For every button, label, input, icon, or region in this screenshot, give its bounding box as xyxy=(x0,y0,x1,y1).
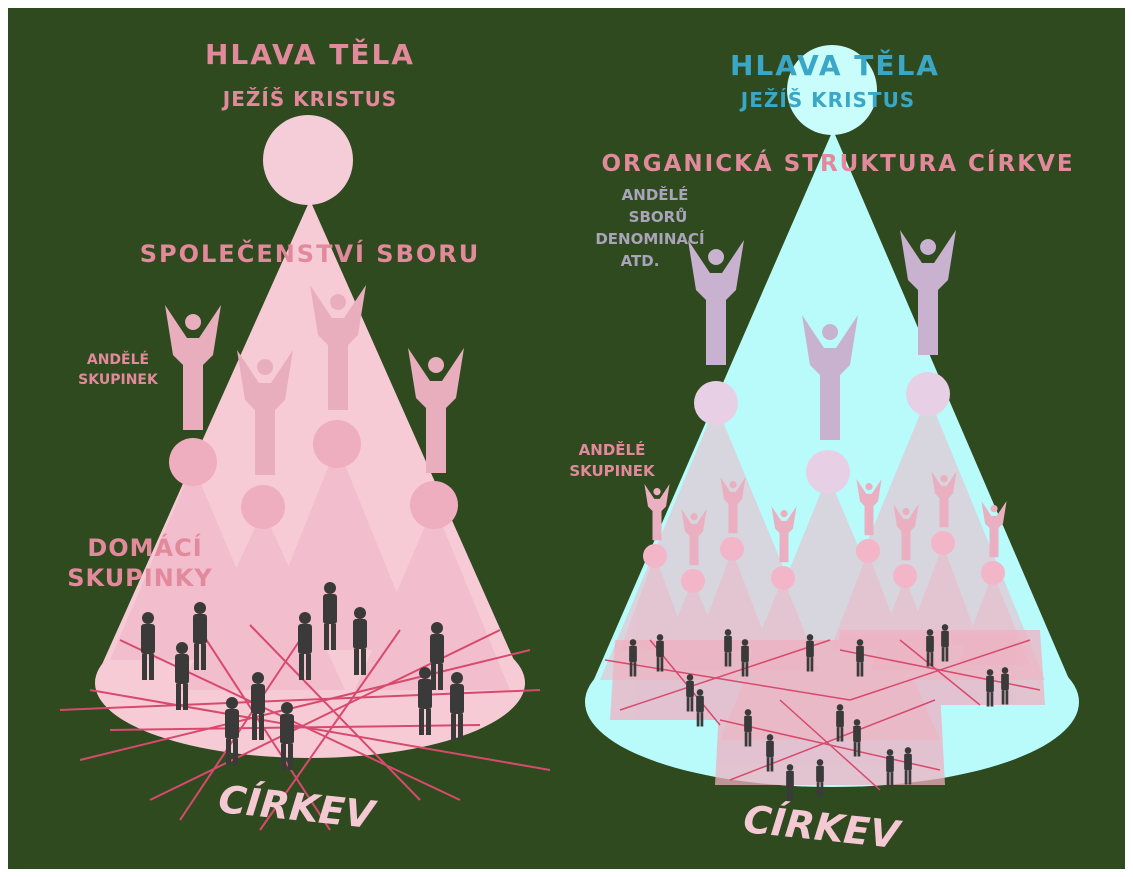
right-church-angels-label-4: ATD. xyxy=(621,252,660,270)
left-group-angels-label-1: ANDĚLÉ xyxy=(87,351,149,368)
church-circle xyxy=(806,450,850,494)
right-structure-label: ORGANICKÁ STRUKTURA CÍRKVE xyxy=(601,149,1074,177)
group-circle xyxy=(981,561,1005,585)
church-circle xyxy=(694,381,738,425)
group-circle xyxy=(931,531,955,555)
group-circle xyxy=(893,564,917,588)
right-head-title: HLAVA TĚLA xyxy=(730,48,940,82)
left-house-groups-label-1: DOMÁCÍ xyxy=(87,533,202,562)
right-church-angels-label-1: ANDĚLÉ xyxy=(622,185,689,204)
left-house-groups-label-2: SKUPINKY xyxy=(67,564,213,592)
left-head-title: HLAVA TĚLA xyxy=(205,37,415,71)
group-circle xyxy=(410,481,458,529)
group-circle xyxy=(771,566,795,590)
group-circle xyxy=(643,544,667,568)
left-group-angels-label-2: SKUPINEK xyxy=(78,372,159,388)
right-group-angels-label-1: ANDĚLÉ xyxy=(579,440,646,459)
left-fellowship-label: SPOLEČENSTVÍ SBORU xyxy=(140,238,481,268)
group-circle xyxy=(241,485,285,529)
church-circle xyxy=(906,372,950,416)
group-circle xyxy=(681,569,705,593)
group-circle xyxy=(856,539,880,563)
right-church-angels-label-2: SBORŮ xyxy=(629,206,688,226)
group-circle xyxy=(169,438,217,486)
left-head-circle xyxy=(263,115,353,205)
left-head-subtitle: JEŽÍŠ KRISTUS xyxy=(221,87,397,111)
right-head-subtitle: JEŽÍŠ KRISTUS xyxy=(739,88,915,112)
right-church-angels-label-3: DENOMINACÍ xyxy=(595,229,705,248)
group-circle xyxy=(720,537,744,561)
group-circle xyxy=(313,420,361,468)
right-group-angels-label-2: SKUPINEK xyxy=(569,462,656,480)
